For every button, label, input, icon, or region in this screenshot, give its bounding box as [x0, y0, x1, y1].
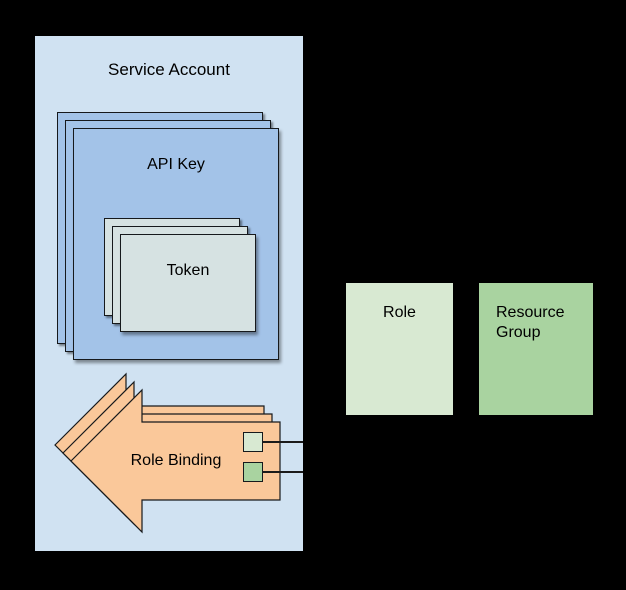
- role-binding-arrow-front[interactable]: [52, 364, 284, 534]
- service-account-label: Service Account: [108, 60, 230, 79]
- api-key-label: API Key: [147, 156, 205, 173]
- role-node[interactable]: Role: [346, 283, 453, 415]
- token-card-front[interactable]: Token: [120, 234, 256, 332]
- role-connector-line: [262, 441, 303, 443]
- role-binding-label: Role Binding: [130, 452, 222, 469]
- resource-group-port-square[interactable]: [243, 462, 263, 482]
- role-node-label: Role: [383, 304, 416, 321]
- resource-group-node-label: Resource Group: [496, 304, 565, 341]
- role-binding-stack[interactable]: Role Binding: [52, 364, 284, 534]
- resource-group-connector-line: [262, 471, 303, 473]
- token-label: Token: [166, 262, 210, 279]
- token-stack[interactable]: Token: [104, 218, 256, 332]
- resource-group-node[interactable]: Resource Group: [479, 283, 593, 415]
- role-port-square[interactable]: [243, 432, 263, 452]
